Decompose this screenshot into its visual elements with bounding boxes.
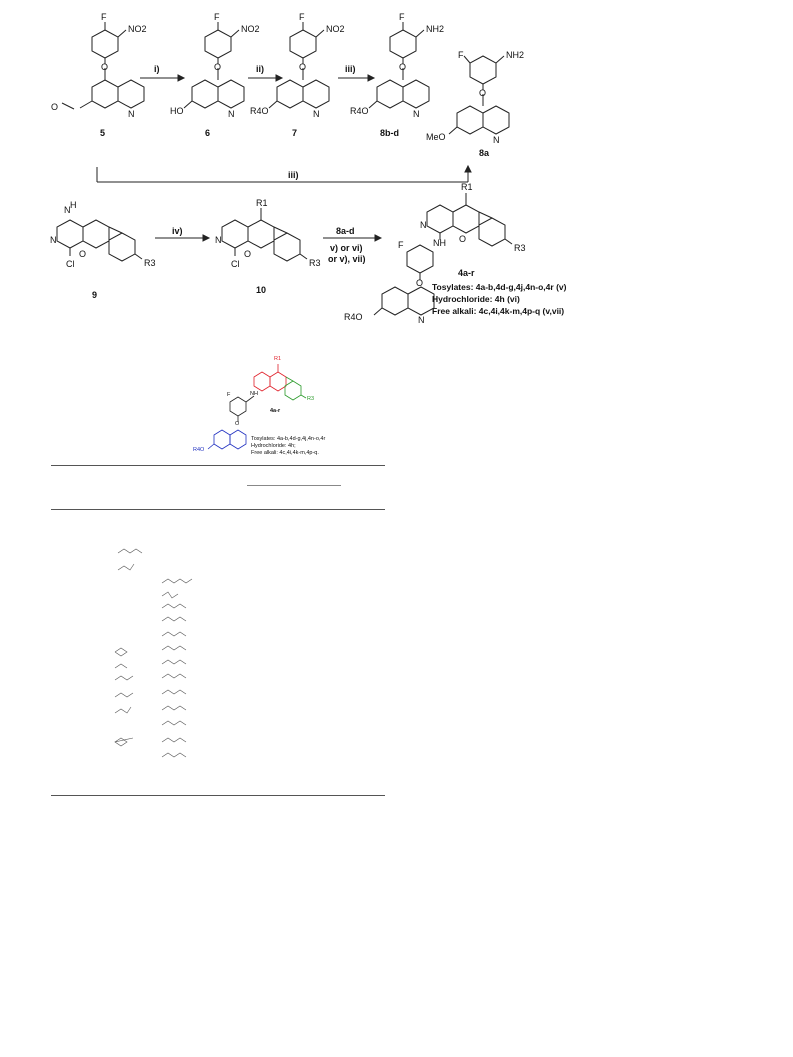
compound-7-structure [268,22,330,109]
product-4ar-structure [373,193,513,316]
methoxy-label: MeO [426,132,446,142]
fluoro-label: F [214,12,220,22]
fluoro-product: F [398,240,404,250]
scheme-1-arrows [96,74,472,183]
nitro-label: NO2 [326,24,345,34]
compound-10-label: 10 [256,285,267,295]
oxygen-label: O [299,62,307,72]
compound-9-structure [56,219,143,262]
compound-6-label: 6 [205,128,211,138]
table-group-rule [247,485,341,486]
reagent-8ad-label: 8a-d [336,226,355,236]
r3-label-9: R3 [144,258,156,268]
fluoro-label: F [458,50,464,60]
table-ether-o: O [235,421,240,427]
r4o-label: R4O [350,106,369,116]
table-bottom-rule [51,795,385,796]
oxygen-label: O [101,62,109,72]
compound-9-label: 9 [92,290,98,300]
ether-o-product: O [416,278,424,288]
r3-label-product: R3 [514,243,526,253]
table-r4o: R4O [193,447,205,453]
reagent-v-vi-label: v) or vi) [330,243,363,253]
step-iv-label: iv) [172,226,183,236]
h-label-9: H [70,200,77,210]
nitro-label: NO2 [241,24,260,34]
nitrogen-label: N [313,109,320,119]
r4o-label-product: R4O [344,312,363,322]
step-i-label: i) [154,64,160,74]
oxygen-label: O [479,88,487,98]
oxygen-label: O [399,62,407,72]
r4o-label: R4O [250,106,269,116]
nitrogen-label: N [493,135,500,145]
free-alkali-note: Free alkali: 4c,4i,4k-m,4p-q (v,vii) [432,306,565,316]
compound-6-structure [183,22,245,109]
methoxy-o-label: O [51,102,59,112]
table-figure-structure [207,364,307,450]
nitrogen-label: N [413,109,420,119]
table-top-rule [51,465,385,466]
compound-8bd-label: 8b-d [380,128,399,138]
table-note-hydrochloride: Hydrochloride: 4h; [251,443,296,449]
quinoline-n-product: N [418,315,425,325]
carbonyl-o-product: O [459,234,467,244]
table-compound-label: 4a-r [270,408,281,414]
pyridine-n-9: N [50,235,57,245]
fluoro-label: F [101,12,107,22]
compound-8a-label: 8a [479,148,490,158]
bottom-step-label: iii) [288,170,299,180]
reagent-v-vii-label: or v), vii) [328,254,366,264]
table-note-free-alkali: Free alkali: 4c,4i,4k-m,4p-q. [251,450,319,456]
carbonyl-o-9: O [79,249,87,259]
pyridine-n-10: N [215,235,222,245]
step-ii-label: ii) [256,64,264,74]
compound-7-label: 7 [292,128,298,138]
nitro-label: NO2 [128,24,147,34]
table-r3-label: R3 [307,396,315,402]
quinoline-blue [207,429,247,450]
hydrochloride-note: Hydrochloride: 4h (vi) [432,294,520,304]
pyridine-n-product: N [420,220,427,230]
r3-label-10: R3 [309,258,321,268]
table-note-tosylates: Tosylates: 4a-b,4d-g,4j,4n-o,4r [251,436,326,442]
fluoro-label: F [299,12,305,22]
nitrogen-label: N [228,109,235,119]
carbonyl-o-10: O [244,249,252,259]
amine-label: NH2 [506,50,525,60]
table-header-rule [51,509,385,510]
compound-10-structure [221,208,308,262]
table-r1-label: R1 [274,356,282,362]
table-nh: NH [250,391,258,397]
compound-8a-structure [448,55,510,135]
step-iii-label: iii) [345,64,356,74]
nh-label-product: NH [433,238,446,248]
r1-label-10: R1 [256,198,268,208]
product-label: 4a-r [458,268,475,278]
nitrogen-label: N [128,109,135,119]
chloro-10: Cl [231,259,240,269]
scheme-2-structures [56,193,513,316]
oxygen-label: O [214,62,222,72]
tosylates-note: Tosylates: 4a-b,4d-g,4j,4n-o,4r (v) [432,282,567,292]
core-red [253,364,287,392]
compound-8bd-structure [368,22,430,109]
table-fluoro: F [227,392,231,398]
fluoro-label: F [399,12,405,22]
compound-5-structure [61,22,145,110]
amine-label: NH2 [426,24,445,34]
aryl-green [284,376,307,401]
compound-5-label: 5 [100,128,106,138]
scheme-1-structures [61,22,510,183]
hydroxy-label: HO [170,106,184,116]
nh-label-9: N [64,205,71,215]
linker-black [229,395,255,422]
chloro-9: Cl [66,259,75,269]
scheme-2-arrows [155,234,383,242]
r1-label-product: R1 [461,182,473,192]
